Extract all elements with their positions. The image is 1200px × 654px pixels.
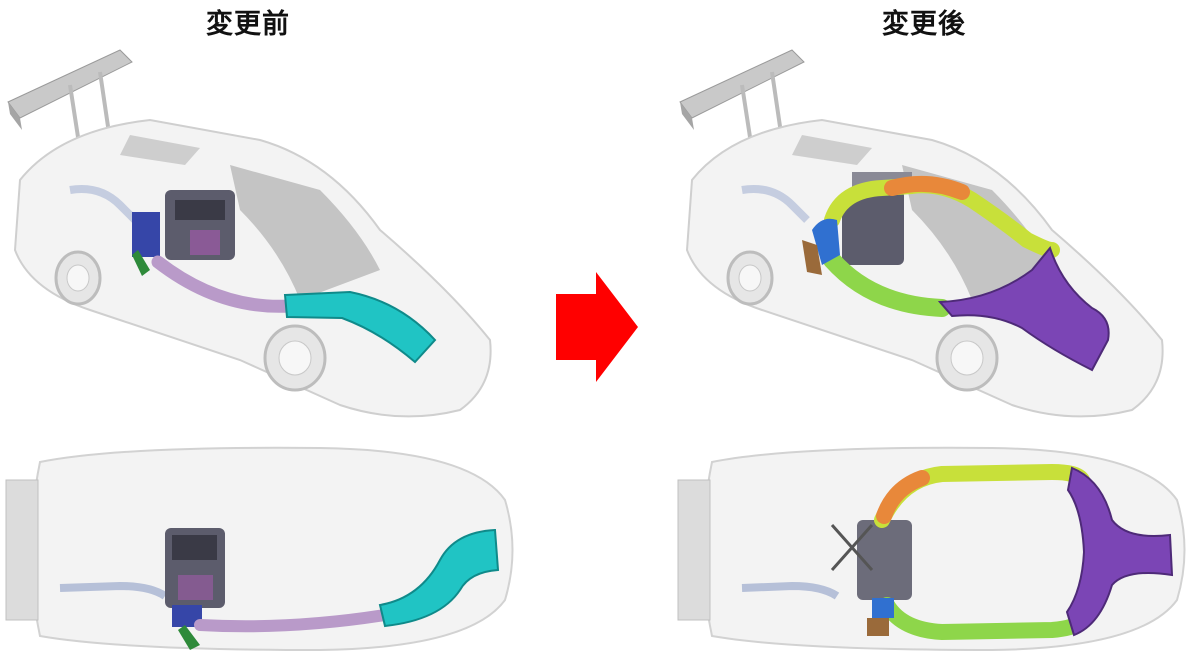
intake-box bbox=[132, 212, 160, 276]
exhaust-pipe bbox=[741, 581, 840, 600]
after-label: 変更後 bbox=[882, 9, 966, 40]
before-isometric-view bbox=[7, 49, 492, 418]
engine-block bbox=[165, 190, 235, 260]
intake-box bbox=[172, 605, 202, 650]
before-label: 変更前 bbox=[206, 9, 290, 40]
rear-wing-top bbox=[5, 479, 39, 621]
exhaust-pipe bbox=[741, 185, 810, 223]
duct-front-before bbox=[378, 528, 500, 628]
after-isometric-view bbox=[679, 49, 1164, 418]
roof-panel bbox=[792, 135, 872, 165]
engine-block bbox=[165, 528, 225, 608]
before-top-view bbox=[5, 446, 514, 652]
rear-wing-top bbox=[677, 479, 711, 621]
duct-orange-after bbox=[884, 175, 970, 200]
rear-wheel bbox=[54, 250, 102, 306]
front-wheel bbox=[263, 324, 327, 392]
front-wheel bbox=[935, 324, 999, 392]
duct-upper-after bbox=[824, 177, 1060, 258]
engine-block bbox=[830, 520, 912, 600]
windshield bbox=[902, 165, 1052, 300]
car-body-top bbox=[702, 446, 1186, 652]
duct-front-before bbox=[283, 290, 437, 364]
duct-front-after bbox=[937, 245, 1110, 372]
change-arrow bbox=[556, 272, 638, 382]
windshield bbox=[230, 165, 380, 300]
roof-panel bbox=[120, 135, 200, 165]
duct-lower-after bbox=[823, 251, 951, 317]
rear-wing bbox=[7, 49, 133, 151]
duct-pipe-before bbox=[151, 255, 297, 313]
intake-box bbox=[867, 598, 894, 636]
intake-box bbox=[802, 218, 840, 275]
car-body bbox=[13, 118, 492, 418]
duct-front-after bbox=[1065, 466, 1174, 637]
car-body-top bbox=[30, 446, 514, 652]
exhaust-pipe bbox=[59, 581, 168, 600]
duct-orange-after bbox=[876, 470, 930, 524]
exhaust-pipe bbox=[69, 185, 138, 223]
duct-pipe-before bbox=[194, 609, 391, 633]
rear-wheel bbox=[726, 250, 774, 306]
after-top-view bbox=[677, 446, 1186, 652]
